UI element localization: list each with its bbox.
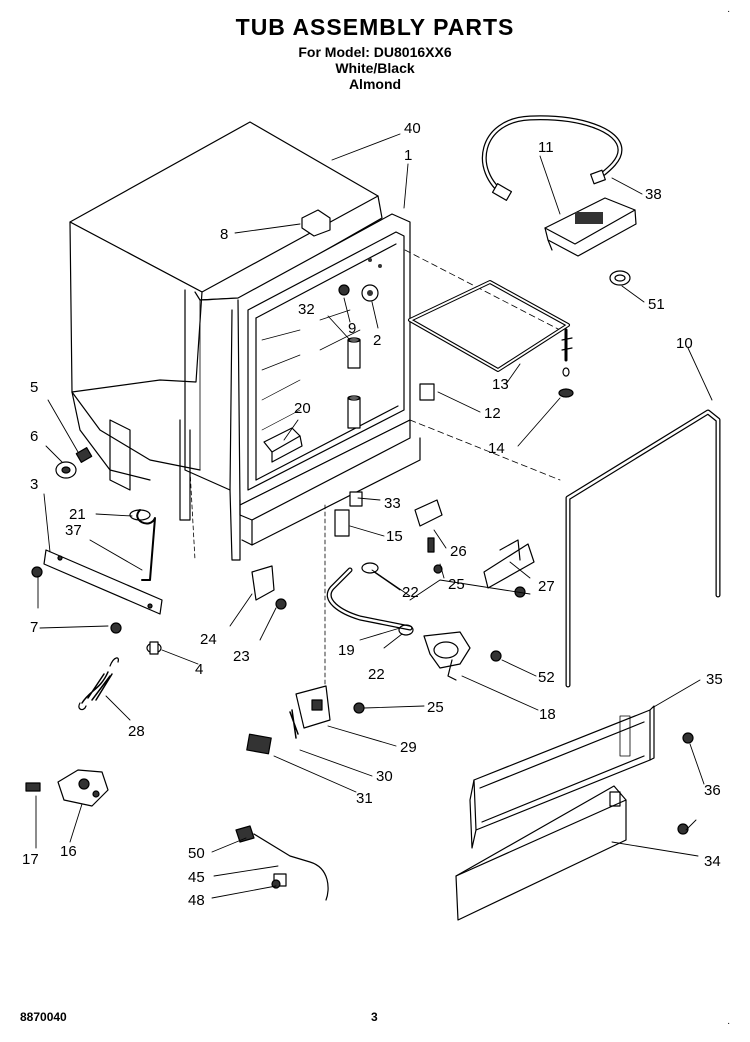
callout-50: 50 xyxy=(188,845,205,862)
callout-7: 7 xyxy=(30,619,38,636)
access-panel xyxy=(469,705,694,849)
callout-40: 40 xyxy=(404,120,421,137)
callout-4: 4 xyxy=(195,661,203,678)
callout-31: 31 xyxy=(356,790,373,807)
callout-13: 13 xyxy=(492,376,509,393)
tub-body xyxy=(69,121,561,691)
callout-37: 37 xyxy=(65,522,82,539)
callout-28: 28 xyxy=(128,723,145,740)
callout-38: 38 xyxy=(645,186,662,203)
callout-12: 12 xyxy=(484,405,501,422)
color-option-1: White/Black xyxy=(335,60,415,76)
callout-15: 15 xyxy=(386,528,403,545)
callout-11: 11 xyxy=(538,139,554,156)
callout-17: 17 xyxy=(22,851,39,868)
callout-6: 6 xyxy=(30,428,38,445)
callout-19: 19 xyxy=(338,642,355,659)
callout-30: 30 xyxy=(376,768,393,785)
callout-36a: 36 xyxy=(704,782,721,799)
callout-35: 35 xyxy=(706,671,723,688)
upper-rail xyxy=(408,280,573,372)
callout-34: 34 xyxy=(704,853,721,870)
fill-hose xyxy=(481,115,623,201)
callout-2: 2 xyxy=(373,332,381,349)
callout-23: 23 xyxy=(233,648,250,665)
corner-mark-bottom: · xyxy=(727,1018,731,1029)
callout-25b: 25 xyxy=(427,699,444,716)
callout-1: 1 xyxy=(404,147,412,164)
callout-48: 48 xyxy=(188,892,205,909)
color-option-2: Almond xyxy=(348,76,402,92)
model-number: For Model: DU8016XX6 xyxy=(298,44,452,60)
callout-24: 24 xyxy=(200,631,217,648)
document-reference: 8870040 xyxy=(20,1010,67,1024)
callout-3: 3 xyxy=(30,476,38,493)
callout-5: 5 xyxy=(30,379,38,396)
callout-29: 29 xyxy=(400,739,417,756)
callout-27: 27 xyxy=(538,578,555,595)
callout-32: 32 xyxy=(298,301,315,318)
vent-bracket xyxy=(544,197,637,257)
clip-51 xyxy=(609,270,631,286)
lower-rail xyxy=(565,409,721,688)
callout-21: 21 xyxy=(69,506,86,523)
toe-panel xyxy=(455,785,627,921)
callout-18: 18 xyxy=(539,706,556,723)
callout-22b: 22 xyxy=(368,666,385,683)
page-number: 3 xyxy=(371,1010,378,1024)
callout-52: 52 xyxy=(538,669,555,686)
callout-14: 14 xyxy=(488,440,505,457)
callout-9: 9 xyxy=(348,320,356,337)
diagram-title: TUB ASSEMBLY PARTS xyxy=(235,14,515,40)
callout-22a: 22 xyxy=(402,584,419,601)
callout-25a: 25 xyxy=(448,576,465,593)
callout-16: 16 xyxy=(60,843,77,860)
callout-8: 8 xyxy=(220,226,228,243)
callout-10: 10 xyxy=(676,335,693,352)
callout-45: 45 xyxy=(188,869,205,886)
callout-33: 33 xyxy=(384,495,401,512)
leader-lines xyxy=(35,133,713,899)
callout-numbers: 40 1 11 38 8 51 32 9 2 10 5 20 13 12 6 1… xyxy=(22,120,723,909)
callout-26: 26 xyxy=(450,543,467,560)
callout-51: 51 xyxy=(648,296,665,313)
callout-20: 20 xyxy=(294,400,311,417)
corner-mark: · xyxy=(727,6,731,17)
